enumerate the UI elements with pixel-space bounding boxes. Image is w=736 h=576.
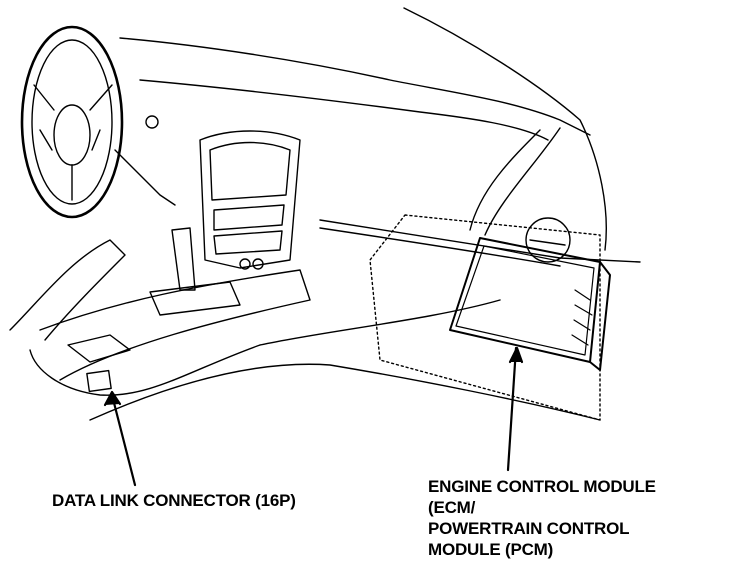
windshield-line [403, 7, 607, 251]
ecm-label-line-3: POWERTRAIN CONTROL [428, 519, 630, 538]
dashboard-underside [319, 219, 641, 263]
dashboard-top-inner [139, 79, 549, 141]
clip-detail [529, 239, 566, 246]
dash-right [469, 129, 541, 231]
ignition-switch [145, 115, 159, 129]
floor-line [89, 363, 601, 421]
console-side [29, 344, 261, 396]
glovebox-outline [369, 214, 601, 421]
data-link-connector-label: DATA LINK CONNECTOR (16P) [52, 491, 296, 510]
kick-panel [259, 299, 501, 346]
steering-wheel [20, 25, 124, 219]
console-tray [67, 334, 131, 363]
trim-strip [319, 227, 561, 267]
dlc-leader-arrow [103, 390, 137, 487]
ecm-pcm-label: ENGINE CONTROL MODULE (ECM/ POWERTRAIN C… [428, 476, 656, 560]
shift-lever [149, 227, 241, 316]
ecm-label-line-1: ENGINE CONTROL MODULE [428, 477, 656, 496]
ecm-pcm-unit [449, 237, 611, 371]
steering-column [114, 149, 176, 206]
ecm-label-line-2: (ECM/ [428, 498, 476, 517]
dashboard-top [119, 37, 591, 136]
dash-right-outer [484, 127, 561, 236]
ecm-label-line-4: MODULE (PCM) [428, 540, 554, 559]
center-console-stack [199, 130, 301, 270]
data-link-connector-shape [86, 369, 112, 393]
lower-console [39, 269, 311, 381]
armrest-left [9, 239, 126, 341]
ecm-leader-arrow [506, 346, 524, 472]
ecm-mounting-clip [525, 217, 571, 263]
